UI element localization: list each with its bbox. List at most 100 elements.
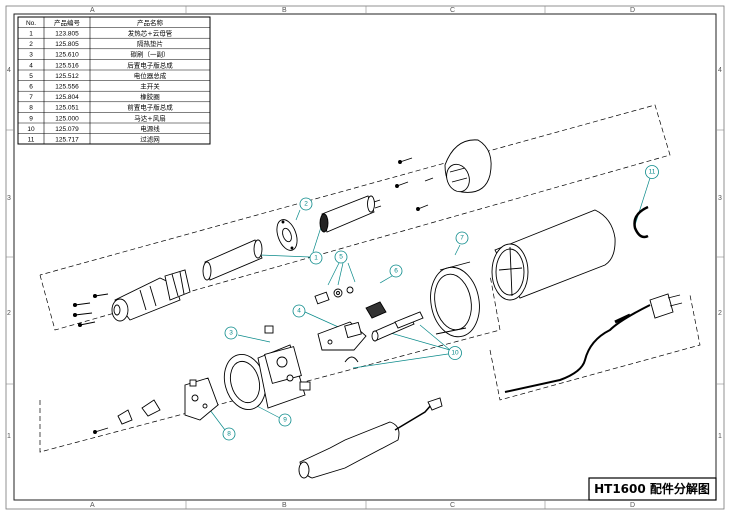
callout-number: 6 [394, 268, 398, 275]
table-cell: 发热芯+云母管 [128, 29, 173, 38]
table-cell: 2 [29, 41, 33, 48]
zone-label: D [630, 7, 635, 14]
callout-number: 7 [460, 235, 464, 242]
zone-label: C [450, 7, 455, 14]
callout-number: 8 [227, 431, 231, 438]
callout-number: 4 [297, 308, 301, 315]
callout-number: 11 [649, 169, 656, 176]
insulation-washer-part [276, 219, 298, 251]
heating-element-part [319, 195, 382, 233]
table-cell: 1 [29, 31, 33, 38]
zone-ticks [6, 6, 724, 509]
table-header: 产品编号 [54, 18, 81, 27]
callout-7: 7 [455, 231, 469, 245]
zone-label: A [90, 7, 95, 14]
callout-11: 11 [645, 165, 659, 179]
callout-6: 6 [389, 264, 403, 278]
callout-number: 3 [229, 330, 233, 337]
power-plug-part [504, 293, 683, 393]
zone-label: C [450, 502, 455, 509]
table-cell: 125.512 [55, 73, 79, 80]
zone-label: 4 [7, 67, 11, 74]
callout-markers: 1 2 3 4 5 6 7 8 9 10 11 [222, 165, 659, 441]
callout-number: 2 [304, 201, 308, 208]
zone-labels-bottom: A B C D [90, 502, 635, 509]
drawing-title: HT1600 配件分解图 [594, 481, 710, 496]
zone-label: A [90, 502, 95, 509]
table-cell: 后置电子版总成 [127, 60, 173, 69]
zone-label: B [282, 7, 287, 14]
table-cell: 125.610 [55, 52, 79, 59]
zone-label: 1 [718, 433, 722, 440]
heater-nozzle-part [111, 269, 191, 322]
small-knob-part [93, 399, 161, 434]
callout-number: 5 [339, 254, 343, 261]
table-cell: 4 [29, 62, 33, 69]
zone-labels-right: 4 3 2 1 [718, 67, 722, 440]
zone-labels-left: 4 3 2 1 [7, 67, 11, 440]
table-cell: 125.079 [55, 126, 79, 133]
zone-labels-top: A B C D [90, 7, 635, 14]
main-switch-part [365, 301, 387, 319]
handle-body-part [491, 209, 616, 301]
table-cell: 前置电子版总成 [127, 103, 173, 112]
screw-set-left [72, 293, 109, 328]
table-cell: 10 [27, 126, 35, 133]
table-cell: 125.805 [55, 41, 79, 48]
table-cell: 碳刷（一副） [131, 50, 170, 59]
mica-tube-part [202, 239, 263, 281]
table-cell: 6 [29, 84, 33, 91]
table-cell: 125.717 [55, 137, 79, 144]
callout-8: 8 [222, 427, 236, 441]
table-cell: 11 [28, 137, 35, 144]
rear-pcb-part [317, 321, 367, 363]
table-cell: 过滤网 [140, 135, 160, 144]
callout-9: 9 [278, 413, 292, 427]
table-cell: 电位器总成 [134, 71, 167, 80]
table-cell: 9 [29, 115, 33, 122]
zone-label: 3 [7, 195, 11, 202]
potentiometer-part [314, 286, 354, 305]
motor-fan-part [223, 325, 311, 410]
rubber-ring-part [430, 261, 480, 338]
title-block: HT1600 配件分解图 [588, 477, 717, 501]
table-cell: 125.804 [55, 94, 79, 101]
outer-frame [5, 5, 725, 510]
rear-cap-part [444, 139, 492, 193]
front-pcb-part [184, 377, 219, 421]
zone-label: 2 [718, 310, 722, 317]
table-cell: 125.000 [55, 115, 79, 122]
table-header: No. [26, 20, 36, 27]
zone-label: 4 [718, 67, 722, 74]
table-cell: 3 [29, 52, 33, 59]
callout-4: 4 [292, 304, 306, 318]
part-drawings [72, 139, 683, 479]
assembled-gun [298, 397, 443, 479]
table-cell: 123.805 [55, 31, 79, 38]
zone-label: B [282, 502, 287, 509]
table-cell: 主开关 [140, 82, 160, 91]
table-header: 产品名称 [137, 18, 164, 27]
table-cell: 橡胶圈 [140, 92, 160, 101]
table-cell: 125.556 [55, 84, 79, 91]
table-cell: 5 [29, 73, 33, 80]
callout-10: 10 [448, 346, 462, 360]
zone-label: 3 [718, 195, 722, 202]
callout-number: 10 [451, 350, 459, 357]
callout-number: 9 [283, 417, 287, 424]
table-cell: 7 [29, 94, 33, 101]
table-cell: 电源线 [140, 124, 160, 133]
filter-clip-part [633, 205, 649, 239]
zone-label: 2 [7, 310, 11, 317]
table-cell: 125.051 [55, 105, 79, 112]
cord-sleeve-part [371, 311, 424, 342]
zone-label: 1 [7, 433, 11, 440]
table-grid [18, 27, 210, 134]
zone-label: D [630, 502, 635, 509]
callout-number: 1 [314, 255, 318, 262]
table-cell: 8 [29, 105, 33, 112]
assembly-axes [39, 104, 701, 453]
